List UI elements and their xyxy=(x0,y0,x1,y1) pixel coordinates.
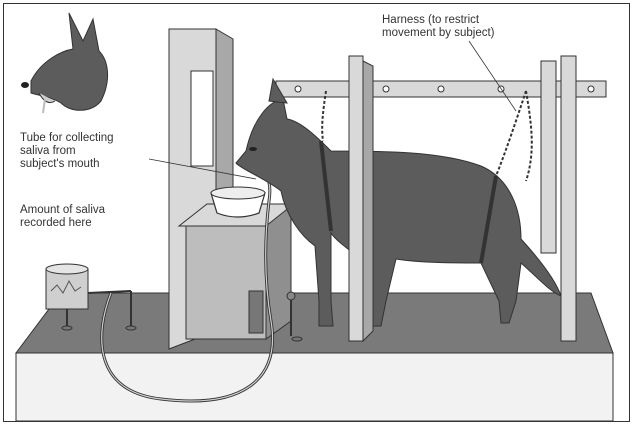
diagram-frame: Harness (to restrict movement by subject… xyxy=(3,3,630,422)
platform-top xyxy=(16,293,613,353)
inset-dog-head xyxy=(21,13,108,113)
saliva-record-label: Amount of saliva recorded here xyxy=(20,204,105,230)
tube-label: Tube for collecting saliva from subject'… xyxy=(20,132,114,171)
saliva-drip xyxy=(43,99,45,113)
wall-window xyxy=(191,71,213,166)
harness-label: Harness (to restrict movement by subject… xyxy=(382,14,495,40)
